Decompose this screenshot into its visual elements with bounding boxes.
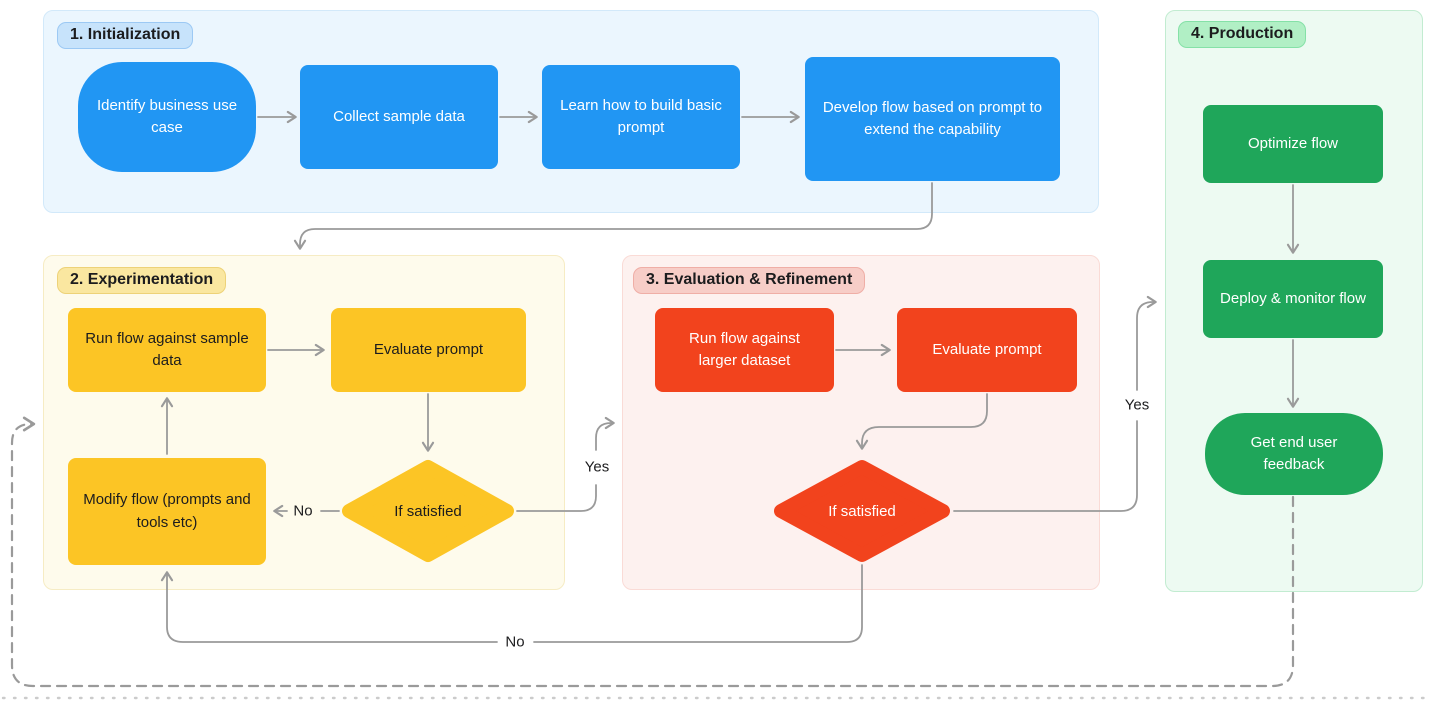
node-if-satisfied-evaluation: If satisfied (772, 458, 952, 564)
edge-feedback-loop-dashed (10, 416, 1295, 688)
node-label: Optimize flow (1247, 134, 1339, 152)
diamond-shape (774, 460, 950, 562)
node-label: Develop flow based on prompt to extend t… (822, 98, 1043, 139)
section-experimentation-badge: 2. Experimentation (57, 267, 227, 294)
diamond-shape (342, 460, 514, 562)
node-evaluate-prompt-evaluation: Evaluate prompt (897, 308, 1077, 392)
node-learn-basic-prompt: Learn how to build basic prompt (542, 65, 740, 169)
node-label: Modify flow (prompts and tools etc) (83, 491, 251, 531)
edge-decision3-yes-segment (953, 420, 1138, 512)
node-label: Collect sample data (333, 107, 465, 125)
edge-decision2-yes-segment (516, 484, 597, 512)
node-label: Get end user feedback (1250, 433, 1338, 474)
node-run-flow-sample-data: Run flow against sample data (68, 308, 266, 392)
edge-yes-to-production-section (1136, 295, 1157, 391)
node-run-flow-larger-dataset: Run flow against larger dataset (655, 308, 834, 392)
edge-label-no-experimentation: No (288, 501, 318, 521)
edge-label-yes-experimentation: Yes (579, 457, 615, 477)
node-optimize-flow: Optimize flow (1203, 105, 1383, 183)
edge-no-loop-to-modify (160, 571, 498, 643)
node-develop-flow: Develop flow based on prompt to extend t… (805, 57, 1060, 181)
edge-label-no-evaluation: No (500, 632, 530, 652)
edge-yes-to-evaluation-section (595, 416, 615, 451)
node-label: Evaluate prompt (373, 340, 484, 358)
edge-decision3-no-segment (533, 564, 863, 643)
edge-label-yes-evaluation: Yes (1119, 395, 1155, 415)
section-initialization-badge: 1. Initialization (57, 22, 194, 49)
node-evaluate-prompt-experimentation: Evaluate prompt (331, 308, 526, 392)
edge-develop-to-experimentation (293, 182, 933, 250)
node-label: Learn how to build basic prompt (560, 96, 722, 137)
section-evaluation-refinement-badge: 3. Evaluation & Refinement (633, 267, 866, 294)
node-label: Identify business use case (96, 96, 238, 137)
node-modify-flow: Modify flow (prompts and tools etc) (68, 458, 266, 565)
node-label: Run flow against sample data (85, 329, 249, 370)
section-production-badge: 4. Production (1178, 21, 1307, 48)
node-label: Evaluate prompt (932, 340, 1042, 358)
node-label: Run flow against larger dataset (689, 329, 800, 370)
node-get-end-user-feedback: Get end user feedback (1205, 413, 1383, 495)
node-deploy-monitor-flow: Deploy & monitor flow (1203, 260, 1383, 338)
node-collect-sample-data: Collect sample data (300, 65, 498, 169)
node-label: Deploy & monitor flow (1220, 289, 1366, 307)
node-if-satisfied-experimentation: If satisfied (340, 458, 516, 564)
edge-evaluate3-to-decision3 (855, 393, 988, 450)
node-label: If satisfied (828, 502, 896, 520)
node-label: If satisfied (394, 502, 462, 520)
node-identify-business-use-case: Identify business use case (78, 62, 256, 172)
